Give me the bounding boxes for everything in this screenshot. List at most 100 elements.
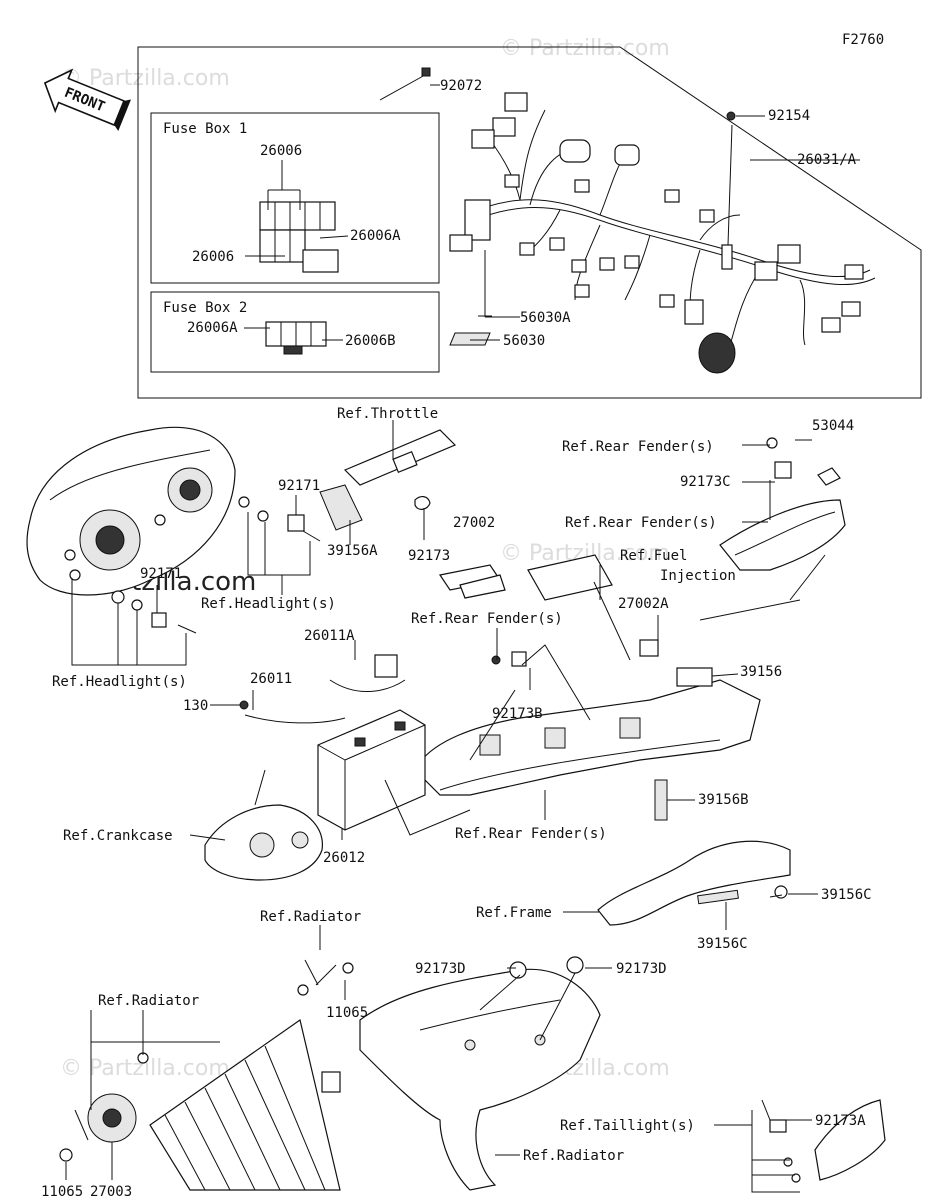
cap-icon [59, 1148, 73, 1162]
callout-label: 92173A [815, 1113, 866, 1129]
callout-label: 92072 [440, 78, 482, 94]
collar-icon [131, 599, 143, 611]
frame-icon [597, 840, 791, 926]
rear-fender-assembly [414, 679, 761, 796]
cable-tie-icon [379, 67, 431, 101]
fuse-label: 26006 [192, 249, 234, 265]
fuse-block-icon [244, 321, 343, 355]
fuse-label: 26006A [350, 228, 401, 244]
grommet-icon [297, 984, 309, 996]
connector-icon [374, 654, 398, 678]
fuse-label: 26006A [187, 320, 238, 336]
callout-label: 92173D [616, 961, 667, 977]
bracket-icon [287, 514, 305, 532]
callout-label: 92173 [408, 548, 450, 564]
callout-label: Injection [660, 568, 736, 584]
fuse-box-1-panel: Fuse Box 1 26006 26006A 26006 [150, 112, 440, 284]
callout-label: 92173D [415, 961, 466, 977]
grommet-icon [238, 496, 250, 508]
callout-label: Ref.Frame [476, 905, 552, 921]
callout-label: 27002 [453, 515, 495, 531]
callout-label: 92171 [140, 566, 182, 582]
pad-icon [697, 889, 739, 905]
relay-icon [639, 639, 659, 657]
cap-icon [342, 962, 354, 974]
collar-icon [783, 1157, 793, 1167]
rear-fender-upper [719, 499, 846, 571]
collar-icon [257, 510, 269, 522]
callout-label: Ref.Headlight(s) [201, 596, 336, 612]
clip-icon [566, 956, 584, 974]
battery-cable [329, 679, 406, 693]
callout-label: Ref.Rear Fender(s) [455, 826, 607, 842]
grommet-icon [111, 590, 125, 604]
label-sticker-icon [449, 315, 492, 346]
callout-label: 11065 [41, 1184, 83, 1200]
callout-label: Ref.Headlight(s) [52, 674, 187, 690]
ground-cable [244, 714, 346, 724]
fuse-box-2-title: Fuse Box 2 [163, 300, 247, 316]
callout-label: 39156C [697, 936, 748, 952]
fuse-label: 26006 [260, 143, 302, 159]
callout-label: 39156C [821, 887, 872, 903]
bracket-icon [151, 612, 167, 628]
harness-frame [137, 46, 922, 399]
callout-label: 39156 [740, 664, 782, 680]
bolt-icon [726, 111, 736, 121]
callout-label: 56030A [520, 310, 571, 326]
callout-label: 92154 [768, 108, 810, 124]
callout-label: Ref.Rear Fender(s) [565, 515, 717, 531]
callout-label: 26011A [304, 628, 355, 644]
throttle-body-assembly [319, 429, 457, 531]
callout-label: Ref.Rear Fender(s) [411, 611, 563, 627]
battery-icon [317, 709, 426, 831]
callout-label: 27003 [90, 1184, 132, 1200]
ecu-icon [439, 554, 613, 601]
taillight-icon [814, 1099, 886, 1181]
callout-label: Ref.Radiator [98, 993, 199, 1009]
watermark: © Partzilla.com [500, 36, 670, 61]
pad-icon [654, 779, 668, 821]
horn-icon [87, 1093, 137, 1143]
callout-label: Ref.Radiator [523, 1148, 624, 1164]
bracket-icon [817, 467, 841, 486]
callout-label: Ref.Throttle [337, 406, 438, 422]
radiator-icon [149, 1019, 341, 1191]
fuse-label: 26006B [345, 333, 396, 349]
bolt-icon [315, 964, 337, 986]
callout-label: Ref.Radiator [260, 909, 361, 925]
callout-label: 26011 [250, 671, 292, 687]
callout-label: Ref.Rear Fender(s) [562, 439, 714, 455]
collar-icon [791, 1173, 801, 1183]
callout-label: Ref.Fuel [620, 548, 687, 564]
clip-icon [511, 651, 527, 667]
crankcase-icon [204, 804, 323, 881]
bolt-icon [239, 700, 249, 710]
callout-label: Ref.Taillight(s) [560, 1118, 695, 1134]
fuse-box-2-panel: Fuse Box 2 26006A 26006B [150, 291, 440, 373]
callout-label: 11065 [326, 1005, 368, 1021]
callout-label: 53044 [812, 418, 854, 434]
pad-icon [676, 667, 713, 687]
main-wiring-harness [449, 92, 876, 374]
callout-label: 56030 [503, 333, 545, 349]
callout-label: 27002A [618, 596, 669, 612]
callout-label: 26012 [323, 850, 365, 866]
callout-label: Ref.Crankcase [63, 828, 173, 844]
callout-label: 130 [183, 698, 208, 714]
callout-label: 92173C [680, 474, 731, 490]
callout-label: 92171 [278, 478, 320, 494]
figure-id: F2760 [842, 32, 884, 48]
screw-icon [491, 655, 501, 665]
screw-icon [766, 437, 778, 449]
clip-icon [509, 961, 527, 979]
clip-icon [769, 1119, 787, 1133]
under-cowl-icon [359, 968, 601, 1191]
headlight-assembly [26, 426, 236, 596]
fuse-box-1-title: Fuse Box 1 [163, 121, 247, 137]
callout-label: 39156B [698, 792, 749, 808]
callout-label: 92173B [492, 706, 543, 722]
bolt-icon [302, 530, 321, 542]
fuse-block-icon [245, 160, 349, 273]
